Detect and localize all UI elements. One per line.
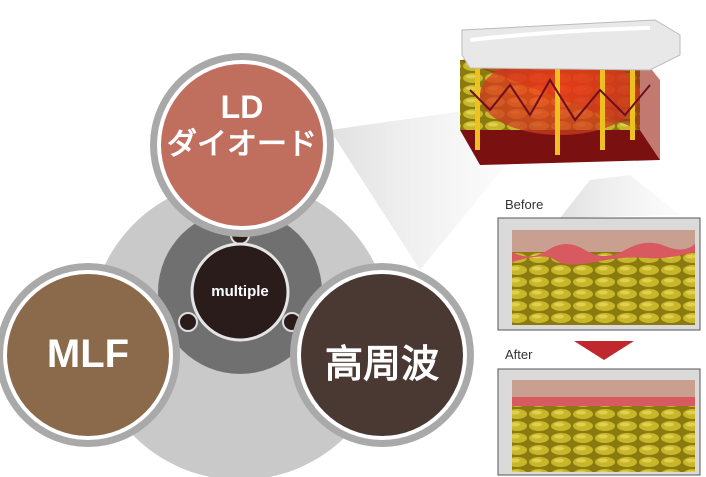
before-label: Before xyxy=(505,197,544,212)
down-arrow-icon xyxy=(574,341,634,360)
ld-node xyxy=(161,64,323,226)
mlf-label: MLF xyxy=(46,332,130,376)
ld-sublabel: ダイオード xyxy=(167,128,317,161)
after-label: After xyxy=(505,347,533,362)
beam-shadow xyxy=(330,110,510,270)
rf-label: 高周波 xyxy=(324,344,439,386)
connector-dot xyxy=(178,312,198,332)
ld-label: LD xyxy=(220,89,264,125)
device-illustration xyxy=(460,19,681,165)
before-beam xyxy=(560,175,680,218)
rf-node xyxy=(301,274,463,436)
mlf-node xyxy=(7,274,169,436)
center-label: multiple xyxy=(211,283,269,300)
center-circle xyxy=(190,242,290,342)
